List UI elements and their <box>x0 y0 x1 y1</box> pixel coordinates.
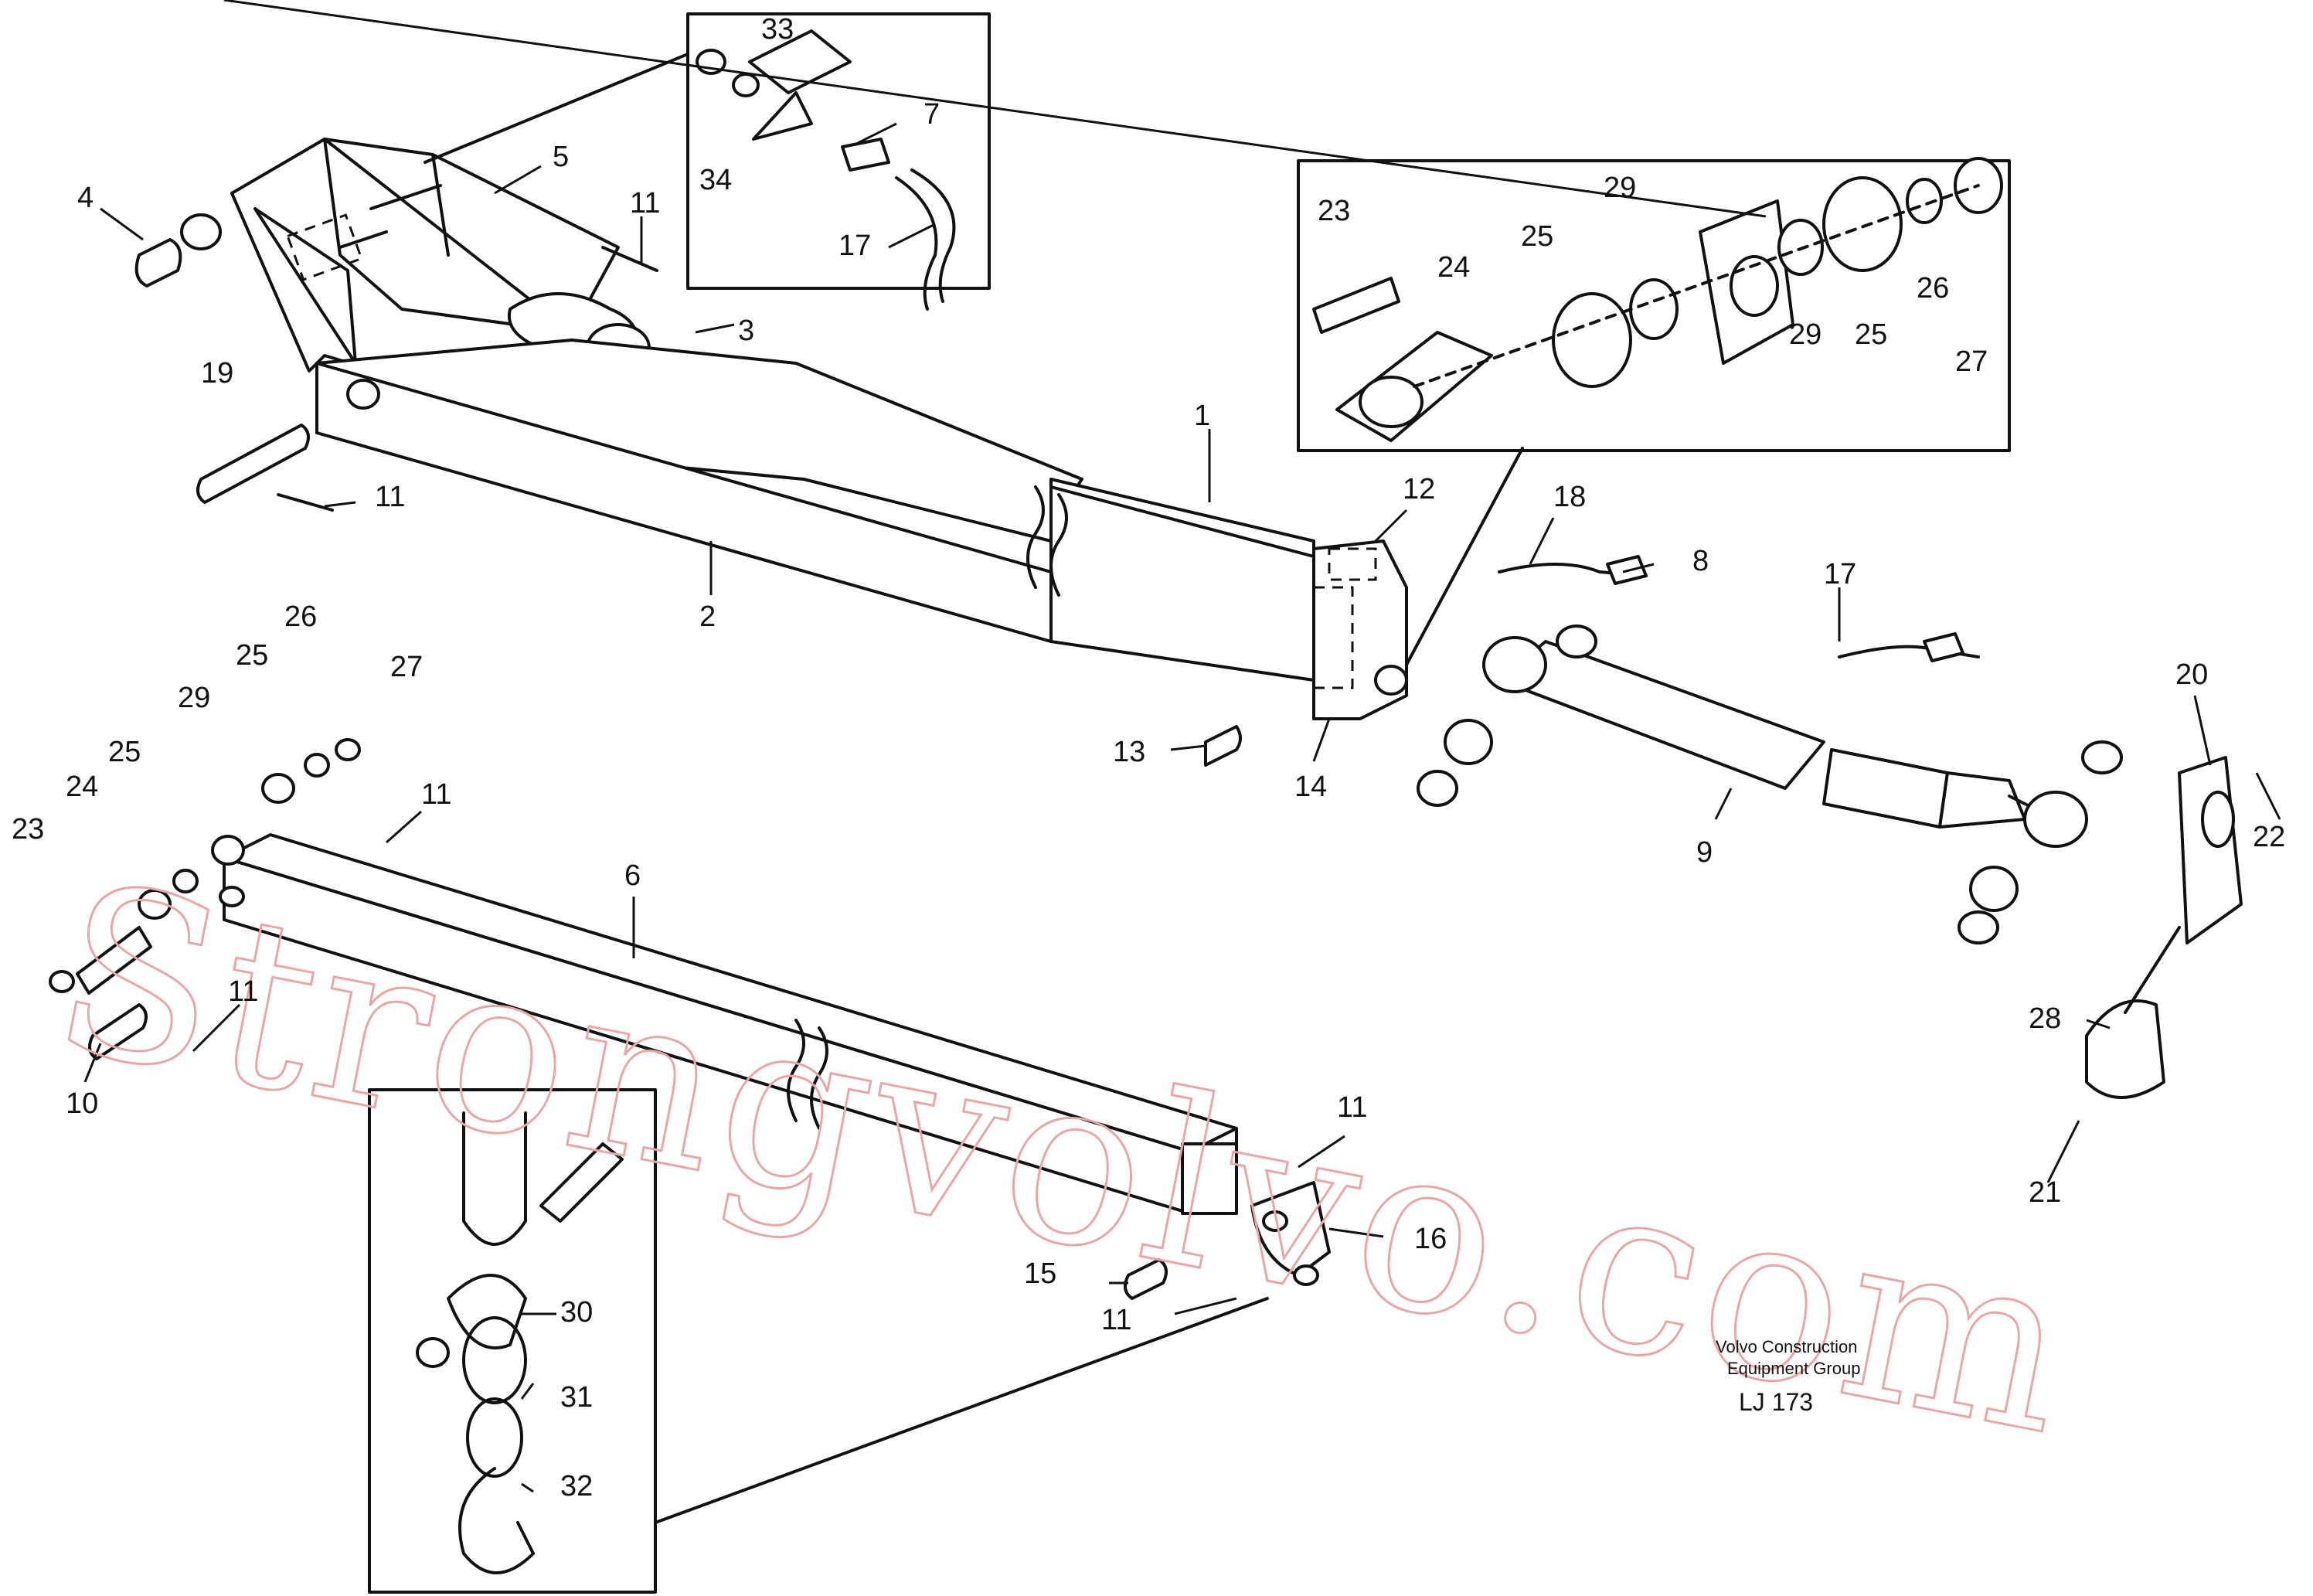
pin-15 <box>1124 1258 1168 1300</box>
callout-26-b: 26 <box>284 601 317 633</box>
callout-10: 10 <box>66 1087 98 1120</box>
callout-12: 12 <box>1403 473 1435 505</box>
callout-11-e: 11 <box>1337 1091 1367 1124</box>
callout-13: 13 <box>1113 736 1145 768</box>
callout-11-b: 11 <box>375 481 405 513</box>
callout-27-b: 27 <box>390 651 423 683</box>
callout-34: 34 <box>699 164 732 196</box>
callout-32: 32 <box>560 1470 593 1502</box>
callout-6: 6 <box>624 859 641 892</box>
pin-10 <box>88 1003 148 1060</box>
caption-line-2: Equipment Group <box>1727 1359 1860 1378</box>
callout-28: 28 <box>2029 1002 2061 1035</box>
callout-21: 21 <box>2029 1176 2061 1209</box>
callout-29-a: 29 <box>1604 172 1636 204</box>
callout-17-b: 17 <box>1824 558 1856 590</box>
callout-30: 30 <box>560 1296 593 1329</box>
part-callouts: 1 2 3 4 5 6 7 8 9 10 11 11 11 11 11 11 1… <box>12 13 2285 1502</box>
callout-3: 3 <box>738 315 754 347</box>
inset-pivot-bearing <box>1297 157 2011 666</box>
bolt-13 <box>1204 725 1242 767</box>
callout-14: 14 <box>1294 771 1327 803</box>
callout-24-b: 24 <box>66 771 98 803</box>
inset-hook-chain <box>368 1088 1269 1594</box>
callout-2: 2 <box>699 601 716 633</box>
callout-22: 22 <box>2253 821 2285 853</box>
upper-boom <box>180 138 1408 720</box>
callout-31: 31 <box>560 1381 593 1414</box>
split-pins-upper <box>277 246 658 512</box>
callout-18: 18 <box>1553 481 1586 513</box>
pin-19 <box>196 424 310 504</box>
callout-23-b: 23 <box>12 813 44 846</box>
callout-9: 9 <box>1696 836 1713 869</box>
callout-25-a: 25 <box>1521 220 1553 253</box>
callout-26-a: 26 <box>1917 272 1949 305</box>
callout-11-a: 11 <box>630 187 660 219</box>
callout-11-c: 11 <box>421 778 451 811</box>
callout-15: 15 <box>1024 1257 1056 1290</box>
pin-24b <box>49 738 361 995</box>
callout-1: 1 <box>1194 400 1210 432</box>
callout-25-b: 25 <box>1855 318 1887 351</box>
hose-18 <box>1498 555 1648 585</box>
publisher-caption: Volvo Construction Equipment Group LJ 17… <box>1716 1337 1860 1416</box>
pin-4 <box>134 238 182 288</box>
callout-33: 33 <box>761 13 794 46</box>
callout-20: 20 <box>2175 658 2208 691</box>
callout-16: 16 <box>1414 1223 1447 1255</box>
callout-25-c: 25 <box>236 639 268 672</box>
hose-17b <box>1838 632 1980 662</box>
callout-29-b: 29 <box>1789 318 1821 351</box>
clamp-28 <box>2085 926 2181 1099</box>
callout-7: 7 <box>923 98 940 131</box>
drawing-code: LJ 173 <box>1739 1388 1813 1416</box>
callout-4: 4 <box>77 182 94 214</box>
callout-19: 19 <box>201 357 233 390</box>
callout-5: 5 <box>553 141 569 173</box>
clamp-20 <box>2178 756 2243 944</box>
callout-17-a: 17 <box>838 230 871 262</box>
callout-24-a: 24 <box>1437 251 1470 284</box>
lower-boom <box>211 833 1238 1215</box>
callout-25-d: 25 <box>108 736 141 768</box>
leader-lines <box>83 0 2281 1493</box>
callout-29-c: 29 <box>178 682 210 714</box>
hydraulic-cylinder-9 <box>1417 624 2123 944</box>
callout-11-f: 11 <box>1101 1304 1131 1336</box>
callout-11-d: 11 <box>228 975 258 1008</box>
callout-8: 8 <box>1692 545 1709 577</box>
callout-23-a: 23 <box>1318 195 1350 227</box>
bracket-16 <box>1250 1181 1331 1286</box>
caption-line-1: Volvo Construction <box>1716 1337 1857 1356</box>
callout-27-a: 27 <box>1955 345 1988 378</box>
